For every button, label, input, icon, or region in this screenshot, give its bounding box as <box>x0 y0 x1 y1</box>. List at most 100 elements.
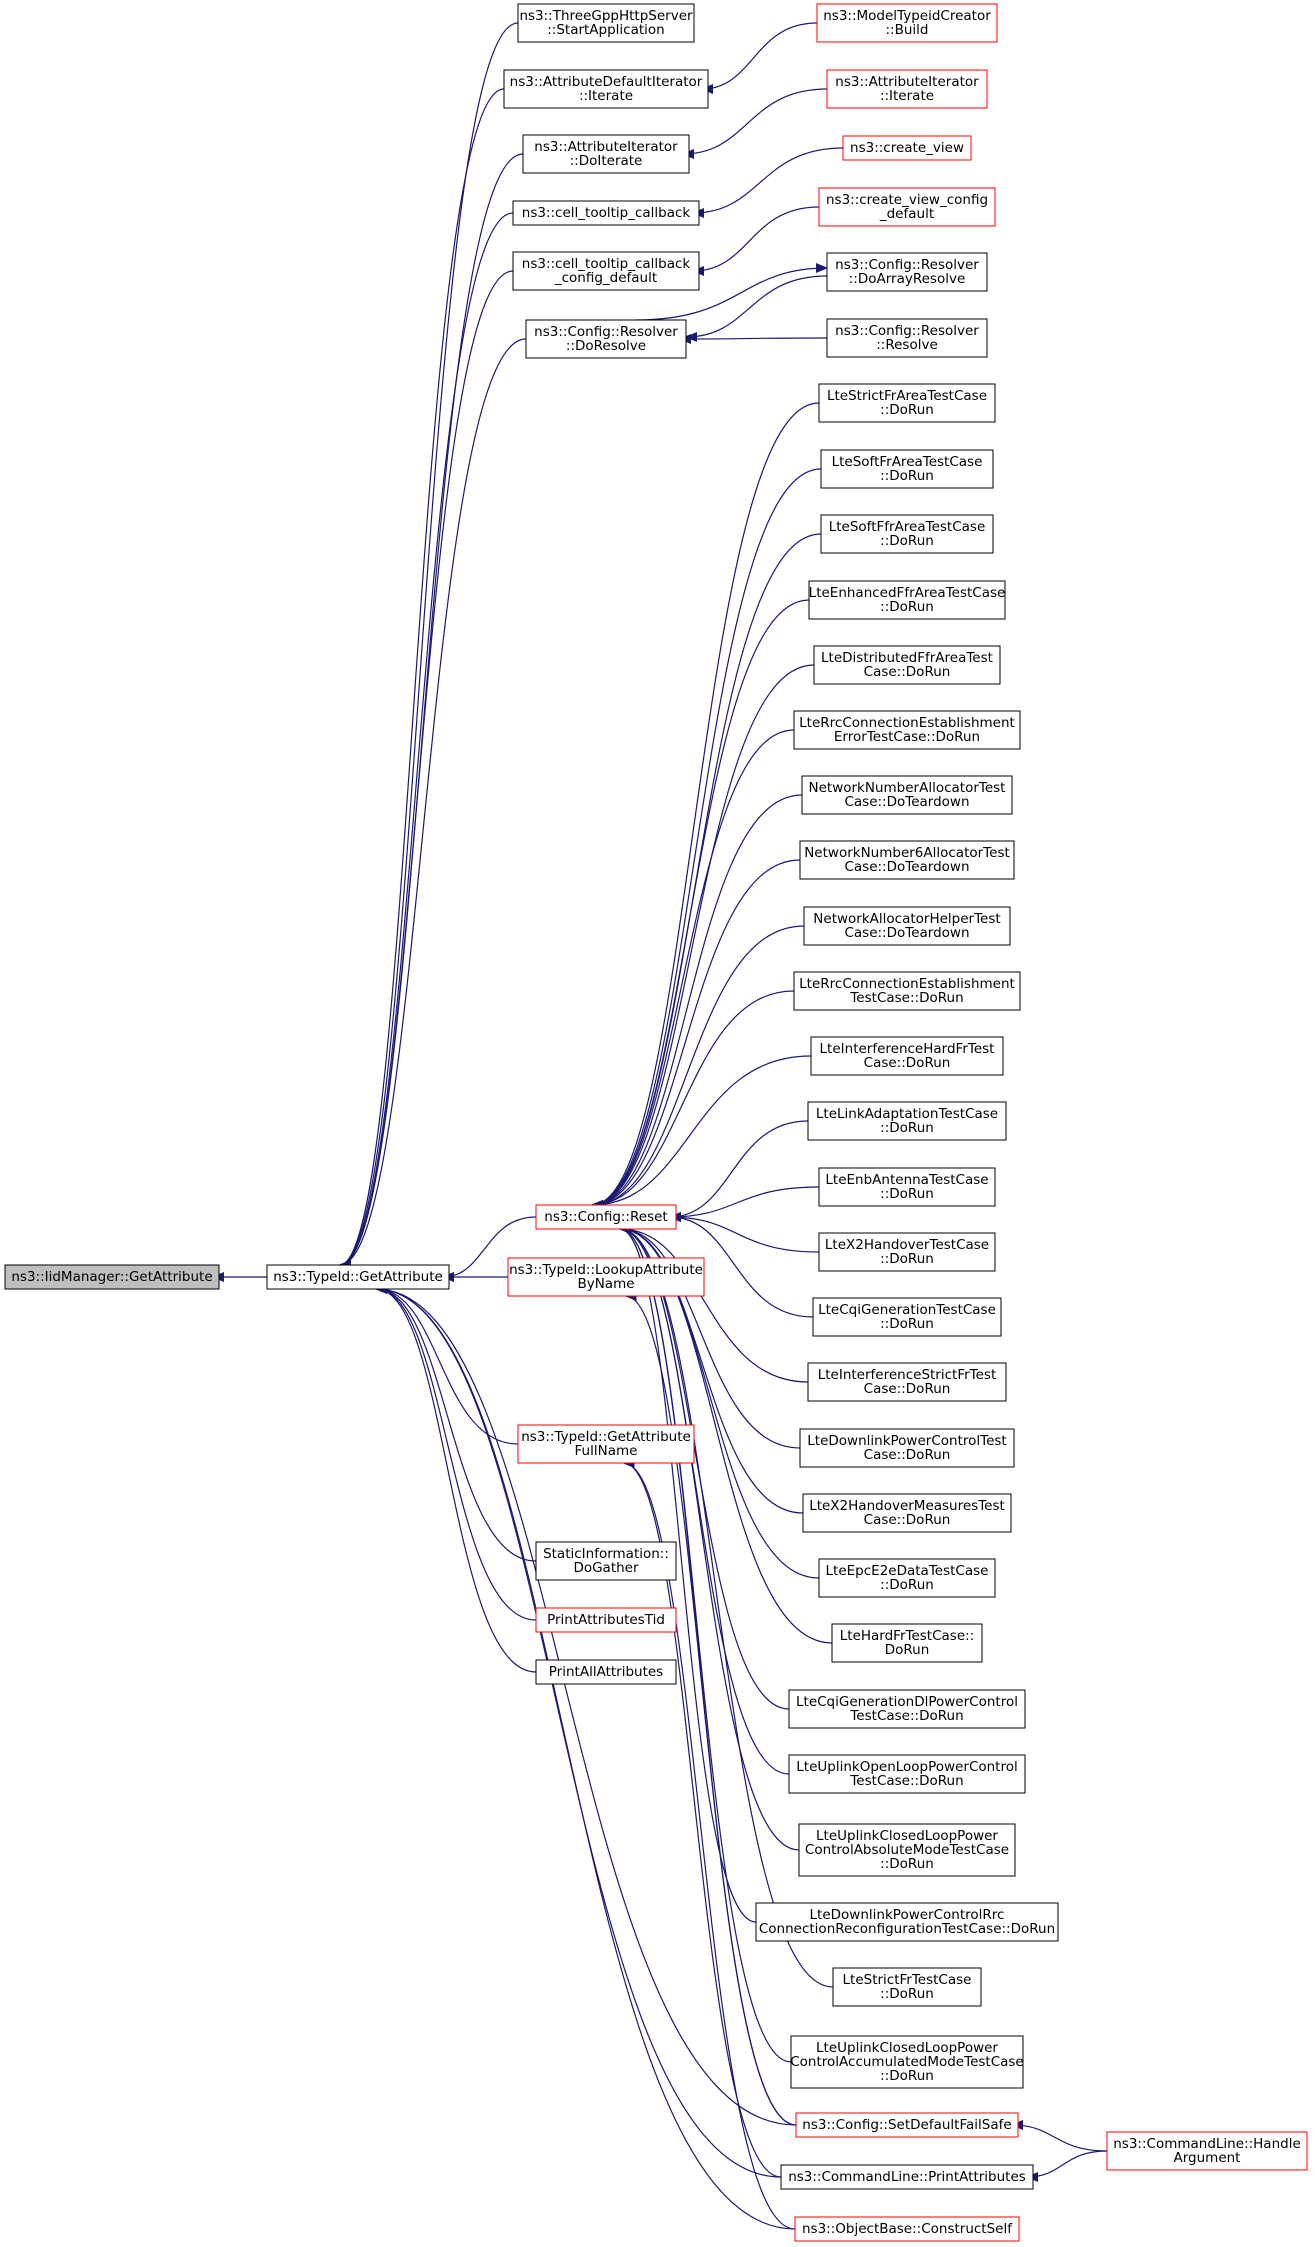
node-t22[interactable]: LteUplinkOpenLoopPowerControlTestCase::D… <box>788 1754 1026 1794</box>
node-box[interactable] <box>820 514 994 554</box>
node-box[interactable] <box>798 1823 1016 1877</box>
node-box[interactable] <box>780 2164 1034 2190</box>
node-box[interactable] <box>512 200 700 226</box>
node-create-view-cfg[interactable]: ns3::create_view_config_default <box>818 187 996 227</box>
node-t26[interactable]: LteUplinkClosedLoopPowerControlAccumulat… <box>790 2035 1024 2089</box>
node-box[interactable] <box>788 1754 1026 1794</box>
node-t23[interactable]: LteUplinkClosedLoopPowerControlAbsoluteM… <box>798 1823 1016 1877</box>
node-typeid-getattr[interactable]: ns3::TypeId::GetAttribute <box>266 1264 450 1290</box>
node-static-info[interactable]: StaticInformation::DoGather <box>535 1541 677 1581</box>
node-print-all-attr[interactable]: PrintAllAttributes <box>535 1659 677 1685</box>
node-config-reset[interactable]: ns3::Config::Reset <box>535 1204 677 1230</box>
node-box[interactable] <box>755 1902 1059 1942</box>
node-cmdline-printattr[interactable]: ns3::CommandLine::PrintAttributes <box>780 2164 1034 2190</box>
node-box[interactable] <box>818 383 996 423</box>
node-model-typeid[interactable]: ns3::ModelTypeidCreator::Build <box>816 3 998 43</box>
node-attr-iter-doiterate[interactable]: ns3::AttributeIterator::DoIterate <box>522 134 690 174</box>
node-box[interactable] <box>793 971 1021 1011</box>
node-set-default-failsafe[interactable]: ns3::Config::SetDefaultFailSafe <box>795 2112 1019 2138</box>
node-t25[interactable]: LteStrictFrTestCase::DoRun <box>832 1967 982 2007</box>
node-box[interactable] <box>507 1257 705 1297</box>
node-box[interactable] <box>517 1424 695 1464</box>
node-box[interactable] <box>812 1297 1002 1337</box>
node-box[interactable] <box>799 1428 1015 1468</box>
node-box[interactable] <box>266 1264 450 1290</box>
node-box[interactable] <box>818 187 996 227</box>
node-box[interactable] <box>795 2112 1019 2138</box>
node-t19[interactable]: LteEpcE2eDataTestCase::DoRun <box>818 1558 996 1598</box>
node-t7[interactable]: NetworkNumberAllocatorTestCase::DoTeardo… <box>801 775 1013 815</box>
node-t8[interactable]: NetworkNumber6AllocatorTestCase::DoTeard… <box>799 840 1015 880</box>
node-construct-self[interactable]: ns3::ObjectBase::ConstructSelf <box>794 2216 1020 2242</box>
node-attr-iter-iterate[interactable]: ns3::AttributeIterator::Iterate <box>826 69 988 109</box>
node-box[interactable] <box>818 1167 996 1207</box>
node-t13[interactable]: LteEnbAntennaTestCase::DoRun <box>818 1167 996 1207</box>
node-t4[interactable]: LteEnhancedFfrAreaTestCase::DoRun <box>808 580 1006 620</box>
node-box[interactable] <box>826 318 988 358</box>
node-print-attr-tid[interactable]: PrintAttributesTid <box>535 1607 677 1633</box>
node-box[interactable] <box>803 906 1011 946</box>
node-box[interactable] <box>522 134 690 174</box>
node-cell-tooltip[interactable]: ns3::cell_tooltip_callback <box>512 200 700 226</box>
node-box[interactable] <box>512 251 700 291</box>
node-create-view[interactable]: ns3::create_view <box>842 135 972 161</box>
node-box[interactable] <box>790 2035 1024 2089</box>
node-box[interactable] <box>808 580 1006 620</box>
node-threegpp[interactable]: ns3::ThreeGppHttpServer::StartApplicatio… <box>517 3 695 43</box>
node-t15[interactable]: LteCqiGenerationTestCase::DoRun <box>812 1297 1002 1337</box>
node-box[interactable] <box>832 1967 982 2007</box>
node-box[interactable] <box>535 1204 677 1230</box>
node-t20[interactable]: LteHardFrTestCase::DoRun <box>831 1623 983 1663</box>
node-box[interactable] <box>535 1541 677 1581</box>
node-box[interactable] <box>535 1607 677 1633</box>
node-t6[interactable]: LteRrcConnectionEstablishmentErrorTestCa… <box>793 710 1021 750</box>
node-resolver-doarray[interactable]: ns3::Config::Resolver::DoArrayResolve <box>826 252 988 292</box>
node-box[interactable] <box>4 1264 220 1290</box>
node-t1[interactable]: LteStrictFrAreaTestCase::DoRun <box>818 383 996 423</box>
node-attr-default-iter[interactable]: ns3::AttributeDefaultIterator::Iterate <box>503 69 709 109</box>
node-box[interactable] <box>802 1493 1012 1533</box>
node-box[interactable] <box>831 1623 983 1663</box>
node-box[interactable] <box>1106 2131 1308 2171</box>
node-box[interactable] <box>818 1232 996 1272</box>
node-resolver-resolve[interactable]: ns3::Config::Resolver::Resolve <box>826 318 988 358</box>
node-box[interactable] <box>794 2216 1020 2242</box>
node-box[interactable] <box>816 3 998 43</box>
node-box[interactable] <box>535 1659 677 1685</box>
node-box[interactable] <box>810 1036 1004 1076</box>
node-box[interactable] <box>807 1362 1007 1402</box>
node-root[interactable]: ns3::IidManager::GetAttribute <box>4 1264 220 1290</box>
node-box[interactable] <box>818 1558 996 1598</box>
node-box[interactable] <box>826 252 988 292</box>
node-box[interactable] <box>826 69 988 109</box>
node-t21[interactable]: LteCqiGenerationDlPowerControlTestCase::… <box>788 1689 1026 1729</box>
node-t14[interactable]: LteX2HandoverTestCase::DoRun <box>818 1232 996 1272</box>
node-t12[interactable]: LteLinkAdaptationTestCase::DoRun <box>807 1101 1007 1141</box>
node-t24[interactable]: LteDownlinkPowerControlRrcConnectionReco… <box>755 1902 1059 1942</box>
node-t10[interactable]: LteRrcConnectionEstablishmentTestCase::D… <box>793 971 1021 1011</box>
node-box[interactable] <box>525 319 687 359</box>
node-box[interactable] <box>793 710 1021 750</box>
node-box[interactable] <box>820 449 994 489</box>
node-box[interactable] <box>503 69 709 109</box>
node-box[interactable] <box>788 1689 1026 1729</box>
node-box[interactable] <box>801 775 1013 815</box>
node-cell-tooltip-cfg[interactable]: ns3::cell_tooltip_callback_config_defaul… <box>512 251 700 291</box>
node-box[interactable] <box>517 3 695 43</box>
node-box[interactable] <box>813 645 1001 685</box>
node-t2[interactable]: LteSoftFrAreaTestCase::DoRun <box>820 449 994 489</box>
node-box[interactable] <box>842 135 972 161</box>
node-box[interactable] <box>799 840 1015 880</box>
node-box[interactable] <box>807 1101 1007 1141</box>
node-t9[interactable]: NetworkAllocatorHelperTestCase::DoTeardo… <box>803 906 1011 946</box>
node-resolver-doresolve[interactable]: ns3::Config::Resolver::DoResolve <box>525 319 687 359</box>
node-t3[interactable]: LteSoftFfrAreaTestCase::DoRun <box>820 514 994 554</box>
